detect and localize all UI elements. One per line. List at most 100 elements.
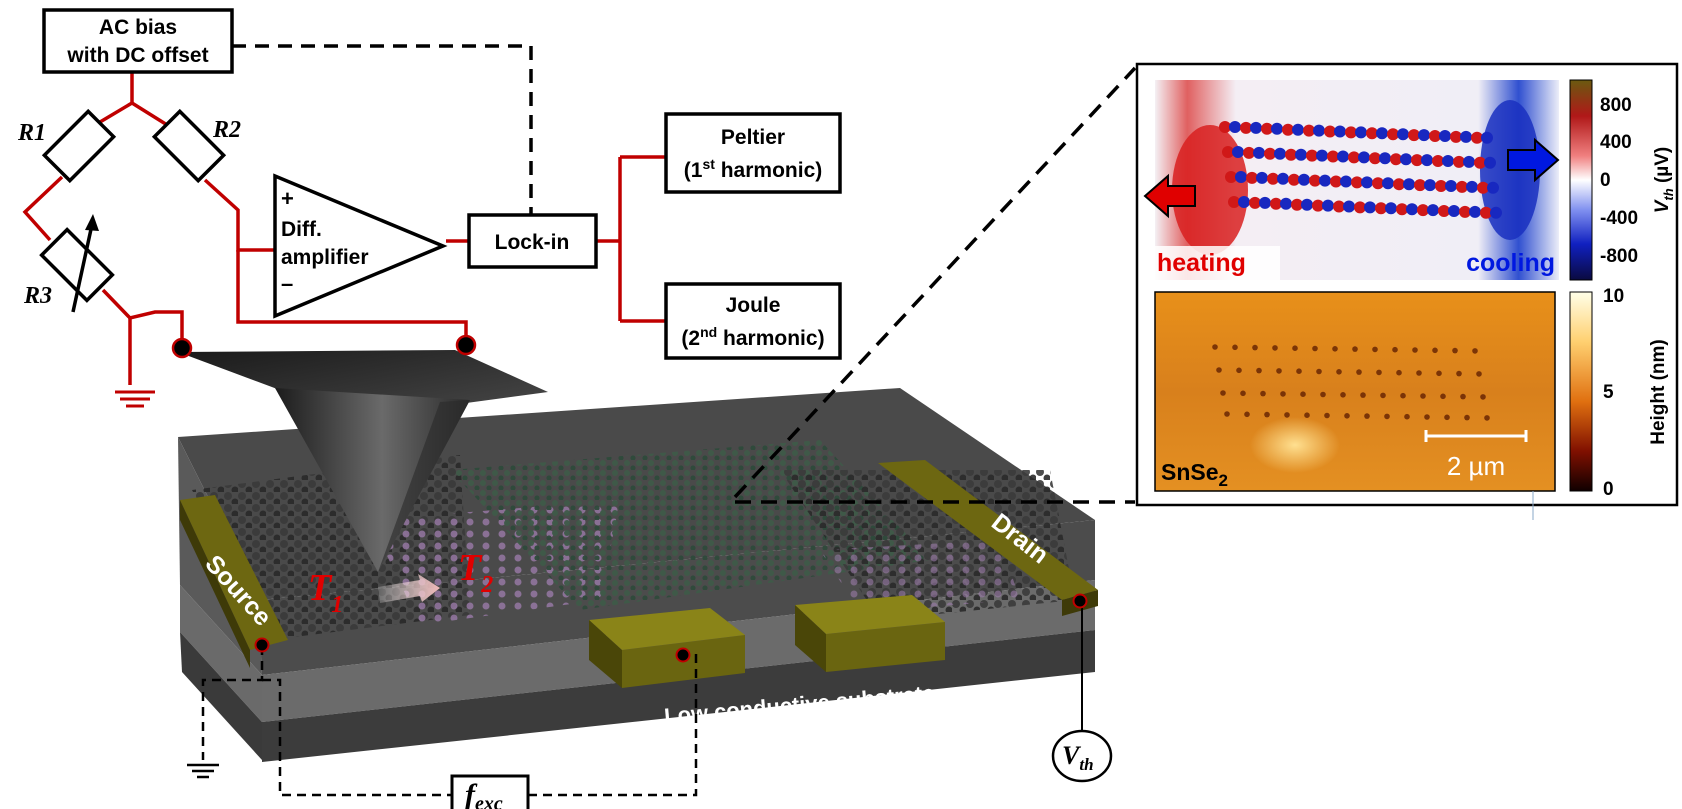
dipole-cold xyxy=(1406,203,1418,215)
topo-dot xyxy=(1244,412,1250,418)
dipole-cold xyxy=(1403,178,1415,190)
dipole-cold xyxy=(1397,128,1409,140)
dipole-cold xyxy=(1292,124,1304,136)
dipole-cold xyxy=(1466,181,1478,193)
amp-label-1: Diff. xyxy=(281,218,322,241)
height-colorbar xyxy=(1570,292,1592,491)
dipole-cold xyxy=(1235,171,1247,183)
dipole-cold xyxy=(1256,172,1268,184)
amp-plus-label: + xyxy=(281,186,294,211)
topo-dot xyxy=(1356,369,1362,375)
dipole-cold xyxy=(1316,150,1328,162)
scalebar-label: 2 µm xyxy=(1447,451,1505,481)
lockin-label: Lock-in xyxy=(495,231,570,254)
topo-dot xyxy=(1316,369,1322,375)
dipole-cold xyxy=(1250,122,1262,134)
topo-dot xyxy=(1352,346,1358,352)
topo-dot xyxy=(1220,390,1226,396)
topo-dot xyxy=(1472,348,1478,354)
topo-dot xyxy=(1332,346,1338,352)
resistor-r3 xyxy=(42,214,113,312)
topo-dot xyxy=(1444,415,1450,421)
topo-dot xyxy=(1336,369,1342,375)
dipole-cold xyxy=(1334,126,1346,138)
topo-dot xyxy=(1264,412,1270,418)
tick-10: 10 xyxy=(1603,286,1624,307)
dipole-cold xyxy=(1448,205,1460,217)
drain-contact-dot xyxy=(1074,595,1087,608)
r1-label: R1 xyxy=(17,120,46,146)
thermovoltage-colorbar-label: Vth (µV) xyxy=(1652,147,1676,214)
dipole-cold xyxy=(1271,123,1283,135)
dipole-cold xyxy=(1259,197,1271,209)
source-contact-dot xyxy=(256,639,269,652)
topo-dot xyxy=(1344,413,1350,419)
thermovoltage-colorbar xyxy=(1570,80,1592,280)
tick-400: 400 xyxy=(1600,132,1632,153)
topo-dot xyxy=(1256,368,1262,374)
wire-bias-r1 xyxy=(95,72,132,125)
topo-dot xyxy=(1252,345,1258,351)
dipole-cold xyxy=(1445,180,1457,192)
dipole-cold xyxy=(1343,201,1355,213)
topo-dot xyxy=(1236,368,1242,374)
dipole-cold xyxy=(1337,151,1349,163)
dipole-cold xyxy=(1460,131,1472,143)
wire-r2-amp xyxy=(205,180,282,250)
topo-dot xyxy=(1440,394,1446,400)
r2-label: R2 xyxy=(212,117,241,143)
tick-0: 0 xyxy=(1600,170,1611,191)
amp-minus-label: – xyxy=(281,271,293,296)
dipole-cold xyxy=(1232,146,1244,158)
wire-r1-r3 xyxy=(25,177,62,240)
topo-dot xyxy=(1320,392,1326,398)
topo-dot xyxy=(1376,370,1382,376)
topo-dot xyxy=(1464,415,1470,421)
dipole-cold xyxy=(1385,202,1397,214)
dipole-cold xyxy=(1253,147,1265,159)
topo-dot xyxy=(1392,347,1398,353)
topo-dot xyxy=(1292,345,1298,351)
dipole-cold xyxy=(1355,126,1367,138)
dipole-cold xyxy=(1229,121,1241,133)
topo-dot xyxy=(1476,371,1482,377)
dipole-cold xyxy=(1418,129,1430,141)
tick-neg800: -800 xyxy=(1600,246,1638,267)
dipole-cold xyxy=(1274,148,1286,160)
dipole-cold xyxy=(1421,154,1433,166)
thermovoltage-map: heating cooling xyxy=(1145,80,1559,280)
contact-dot-cantilever xyxy=(457,336,475,354)
topo-dot xyxy=(1384,414,1390,420)
dipole-cold xyxy=(1469,206,1481,218)
dipole-cold xyxy=(1301,199,1313,211)
topo-dot xyxy=(1420,393,1426,399)
topo-dot xyxy=(1484,415,1490,421)
topo-dot xyxy=(1360,392,1366,398)
topo-dot xyxy=(1324,413,1330,419)
tick-neg400: -400 xyxy=(1600,208,1638,229)
topo-dot xyxy=(1340,392,1346,398)
dipole-cold xyxy=(1379,152,1391,164)
topo-dot xyxy=(1280,391,1286,397)
height-colorbar-label: Height (nm) xyxy=(1648,339,1669,445)
topo-dot xyxy=(1432,348,1438,354)
topo-dot xyxy=(1424,414,1430,420)
joule-label-1: Joule xyxy=(726,294,781,317)
topo-dot xyxy=(1296,368,1302,374)
topo-dot xyxy=(1456,371,1462,377)
topo-dot xyxy=(1260,391,1266,397)
dipole-cold xyxy=(1427,204,1439,216)
dipole-cold xyxy=(1490,207,1502,219)
topo-dot xyxy=(1372,347,1378,353)
dipole-cold xyxy=(1463,156,1475,168)
dipole-cold xyxy=(1364,201,1376,213)
topo-dot xyxy=(1364,413,1370,419)
dipole-cold xyxy=(1280,198,1292,210)
topo-dot xyxy=(1480,394,1486,400)
dipole-cold xyxy=(1439,130,1451,142)
wire-r3-ground xyxy=(103,290,182,346)
dipole-cold xyxy=(1298,174,1310,186)
topo-dot xyxy=(1216,367,1222,373)
topo-dot xyxy=(1452,348,1458,354)
